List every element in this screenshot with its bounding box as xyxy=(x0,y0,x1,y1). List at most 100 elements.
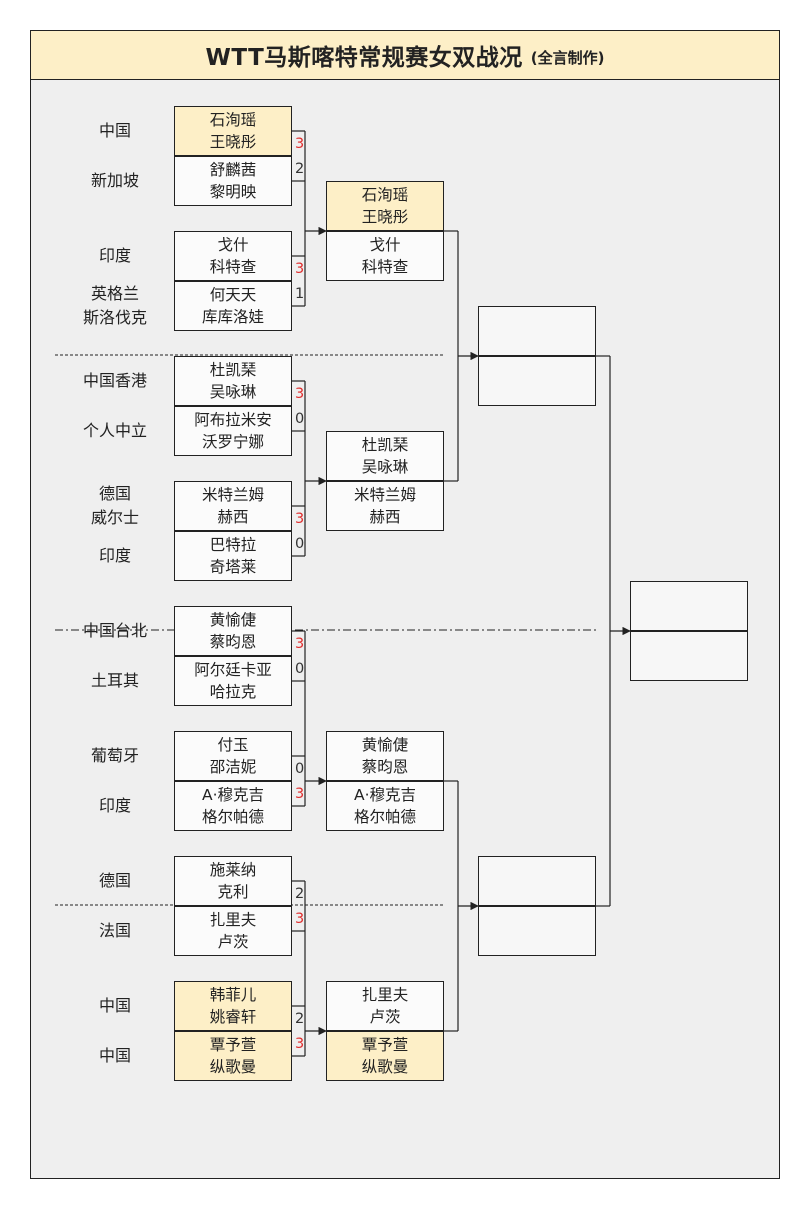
player-name: 哈拉克 xyxy=(209,683,257,701)
nation-name: 中国 xyxy=(98,121,131,140)
team-slot: 韩菲儿姚睿轩 xyxy=(174,981,292,1031)
nation-name: 德国 xyxy=(98,484,131,503)
match-score: 2 xyxy=(295,161,305,177)
player-name: 石洵瑶 xyxy=(361,186,409,204)
nation-label: 印度 xyxy=(55,781,175,831)
team-slot: 施莱纳克利 xyxy=(174,856,292,906)
match-score: 3 xyxy=(295,386,305,402)
nation-name: 法国 xyxy=(98,921,131,940)
nation-label: 中国 xyxy=(55,1031,175,1081)
player-name: 克利 xyxy=(217,883,249,901)
player-name: 卢茨 xyxy=(217,933,249,951)
team-slot xyxy=(630,631,748,681)
nation-label: 中国 xyxy=(55,981,175,1031)
match-score: 1 xyxy=(295,286,305,302)
page-title-bar: WTT马斯喀特常规赛女双战况 (全言制作) xyxy=(30,30,780,80)
nation-label: 德国 xyxy=(55,856,175,906)
nation-label: 新加坡 xyxy=(55,156,175,206)
match-score: 3 xyxy=(295,136,305,152)
player-name: 科特查 xyxy=(361,258,409,276)
player-name: A·穆克吉 xyxy=(353,786,417,804)
nation-name: 印度 xyxy=(98,246,131,265)
team-slot: 石洵瑶王晓彤 xyxy=(174,106,292,156)
team-slot: 杜凯琹吴咏琳 xyxy=(326,431,444,481)
nation-name: 中国 xyxy=(98,996,131,1015)
team-slot: 米特兰姆赫西 xyxy=(326,481,444,531)
team-slot xyxy=(478,856,596,906)
player-name: 吴咏琳 xyxy=(209,383,257,401)
team-slot: 戈什科特查 xyxy=(326,231,444,281)
nation-name: 中国 xyxy=(98,1046,131,1065)
player-name: 阿布拉米安 xyxy=(194,411,272,429)
player-name: 库库洛娃 xyxy=(201,308,264,326)
match-score: 2 xyxy=(295,886,305,902)
team-slot: 付玉邵洁妮 xyxy=(174,731,292,781)
team-slot: 米特兰姆赫西 xyxy=(174,481,292,531)
nation-name: 土耳其 xyxy=(90,671,139,690)
nation-name: 威尔士 xyxy=(90,508,139,527)
match-score: 0 xyxy=(295,536,305,552)
title-note: (全言制作) xyxy=(530,48,605,67)
player-name: 姚睿轩 xyxy=(209,1008,257,1026)
player-name: 王晓彤 xyxy=(209,133,257,151)
team-slot: 戈什科特查 xyxy=(174,231,292,281)
nation-name: 印度 xyxy=(98,796,131,815)
player-name: 韩菲儿 xyxy=(209,986,257,1004)
player-name: 王晓彤 xyxy=(361,208,409,226)
team-slot: 何天天库库洛娃 xyxy=(174,281,292,331)
match-score: 0 xyxy=(295,661,305,677)
match-score: 3 xyxy=(295,911,305,927)
team-slot: 杜凯琹吴咏琳 xyxy=(174,356,292,406)
nation-name: 新加坡 xyxy=(90,171,139,190)
player-name: 邵洁妮 xyxy=(209,758,257,776)
nation-label: 个人中立 xyxy=(55,406,175,456)
team-slot: 黄愉倢蔡昀恩 xyxy=(174,606,292,656)
nation-label: 葡萄牙 xyxy=(55,731,175,781)
player-name: 舒麟茜 xyxy=(209,161,257,179)
team-slot: 阿布拉米安沃罗宁娜 xyxy=(174,406,292,456)
nation-label: 印度 xyxy=(55,531,175,581)
player-name: 纵歌曼 xyxy=(209,1058,257,1076)
match-score: 0 xyxy=(295,411,305,427)
team-slot: 舒麟茜黎明映 xyxy=(174,156,292,206)
player-name: 格尔帕德 xyxy=(201,808,264,826)
match-score: 3 xyxy=(295,1036,305,1052)
nation-label: 德国威尔士 xyxy=(55,481,175,531)
player-name: 米特兰姆 xyxy=(353,486,416,504)
player-name: 格尔帕德 xyxy=(353,808,416,826)
player-name: 扎里夫 xyxy=(209,911,257,929)
player-name: 杜凯琹 xyxy=(209,361,257,379)
page-title: WTT马斯喀特常规赛女双战况 xyxy=(205,45,523,71)
match-score: 3 xyxy=(295,511,305,527)
player-name: 石洵瑶 xyxy=(209,111,257,129)
nation-label: 法国 xyxy=(55,906,175,956)
nation-label: 中国台北 xyxy=(55,606,175,656)
team-slot xyxy=(630,581,748,631)
player-name: 吴咏琳 xyxy=(361,458,409,476)
match-score: 3 xyxy=(295,636,305,652)
nation-name: 中国香港 xyxy=(82,371,147,390)
player-name: A·穆克吉 xyxy=(201,786,265,804)
player-name: 付玉 xyxy=(217,736,249,754)
player-name: 杜凯琹 xyxy=(361,436,409,454)
team-slot xyxy=(478,906,596,956)
player-name: 阿尔廷卡亚 xyxy=(194,661,272,679)
player-name: 蔡昀恩 xyxy=(209,633,257,651)
player-name: 卢茨 xyxy=(369,1008,401,1026)
player-name: 沃罗宁娜 xyxy=(201,433,264,451)
player-name: 戈什 xyxy=(217,236,249,254)
player-name: 戈什 xyxy=(369,236,401,254)
team-slot: 石洵瑶王晓彤 xyxy=(326,181,444,231)
nation-label: 土耳其 xyxy=(55,656,175,706)
nation-label: 中国香港 xyxy=(55,356,175,406)
nation-name: 德国 xyxy=(98,871,131,890)
nation-name: 英格兰 xyxy=(90,284,139,303)
match-score: 3 xyxy=(295,261,305,277)
team-slot: 黄愉倢蔡昀恩 xyxy=(326,731,444,781)
player-name: 黎明映 xyxy=(209,183,257,201)
nation-name: 印度 xyxy=(98,546,131,565)
player-name: 黄愉倢 xyxy=(209,611,257,629)
team-slot: 扎里夫卢茨 xyxy=(326,981,444,1031)
player-name: 赫西 xyxy=(369,508,401,526)
